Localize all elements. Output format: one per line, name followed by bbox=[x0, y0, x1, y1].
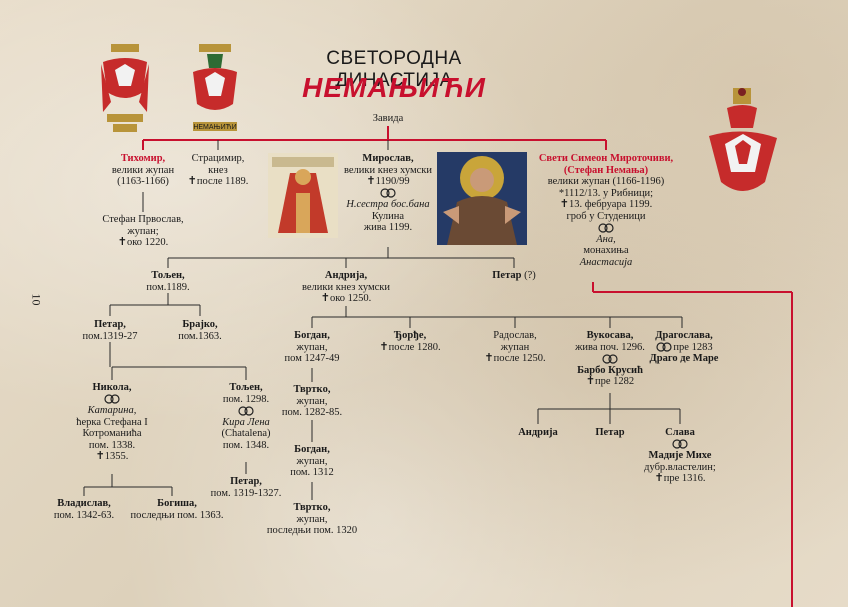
fresco-image bbox=[437, 152, 527, 245]
node-nikola: Никола, Катарина, ћерка Стефана I Котром… bbox=[76, 382, 148, 462]
node-simeon: Свети Симеон Мироточиви, (Стефан Немања)… bbox=[538, 153, 674, 268]
node-petar-q: Петар (?) bbox=[492, 270, 536, 281]
node-petar1: Петар, пом.1319-27 bbox=[82, 319, 138, 342]
cross-icon: ✝ bbox=[585, 375, 596, 387]
page-number: 10 bbox=[29, 293, 44, 306]
node-tihomir: Тихомир, велики жупан (1163-1166) bbox=[111, 153, 175, 187]
cross-icon: ✝ bbox=[320, 292, 330, 304]
node-stefan-prvoslav: Стефан Првослав, жупан; ✝око 1220. bbox=[102, 214, 184, 248]
node-radoslav: Радослав, жупан ✝после 1250. bbox=[484, 330, 546, 364]
cross-icon: ✝ bbox=[379, 340, 389, 353]
node-petar2: Петар, пом. 1319-1327. bbox=[210, 476, 282, 499]
wedding-rings-icon bbox=[380, 188, 396, 198]
node-vukosava: Вукосава, жива поч. 1296. Барбо Крусић ✝… bbox=[575, 330, 645, 387]
node-bogisha: Богиша, последњи пом. 1363. bbox=[130, 498, 224, 521]
node-brajko: Брајко, пом.1363. bbox=[178, 319, 222, 342]
wedding-rings-icon bbox=[598, 222, 614, 233]
wedding-rings-icon bbox=[104, 394, 120, 404]
fresco-image bbox=[268, 153, 338, 238]
node-djordje: Ђорђе, ✝после 1280. bbox=[379, 330, 441, 353]
cross-icon: ✝ bbox=[559, 198, 569, 210]
coat-of-arms-icon bbox=[101, 44, 149, 132]
node-bogdan1: Богдан, жупан, пом 1247-49 bbox=[284, 330, 340, 364]
node-slava: Слава Мадије Михе дубр.властелин; ✝пре 1… bbox=[644, 427, 716, 484]
title-line2: НЕМАЊИЋИ bbox=[302, 72, 486, 103]
wedding-rings-icon bbox=[238, 405, 254, 416]
wedding-rings-icon bbox=[672, 439, 688, 449]
wedding-rings-icon bbox=[656, 342, 673, 352]
coat-of-arms-icon bbox=[193, 44, 237, 131]
node-dragoslava: Драгослава, пре 1283 Драго де Маре bbox=[649, 330, 719, 364]
node-petar3: Петар bbox=[595, 427, 625, 438]
node-andrija2: Андрија bbox=[518, 427, 558, 438]
node-tolen2: Тољен, пом. 1298. Кира Лена (Chatalena) … bbox=[221, 382, 271, 451]
cross-icon: ✝ bbox=[187, 175, 197, 187]
cross-icon: ✝ bbox=[484, 352, 494, 364]
crest-label: НЕМАЊИЋИ bbox=[193, 124, 237, 131]
node-stracimir: Страцимир, кнез ✝после 1189. bbox=[187, 153, 249, 187]
node-zavida: Завида bbox=[372, 113, 404, 124]
cross-icon: ✝ bbox=[95, 450, 105, 462]
coat-of-arms-icon bbox=[709, 88, 777, 191]
node-miroslav: Мирослав, велики кнез хумски ✝1190/99 Н.… bbox=[343, 153, 433, 233]
node-tvrtko2: Тврткo, жупан, последњи пом. 1320 bbox=[266, 502, 358, 536]
node-tolen1: Тољен, пом.1189. bbox=[146, 270, 190, 293]
cross-icon: ✝ bbox=[654, 472, 664, 484]
node-andrija1: Андрија, велики кнез хумски ✝око 1250. bbox=[301, 270, 391, 304]
title-line1: СВЕТОРОДНА ДИНАСТИЈА bbox=[326, 48, 462, 91]
node-bogdan2: Богдан, жупан, пом. 1312 bbox=[290, 444, 334, 478]
cross-icon: ✝ bbox=[117, 236, 127, 248]
wedding-rings-icon bbox=[602, 353, 618, 364]
node-vladislav: Владислав, пом. 1342-63. bbox=[53, 498, 115, 521]
cross-icon: ✝ bbox=[366, 175, 376, 187]
node-tvrtko1: Тврткo, жупан, пом. 1282-85. bbox=[281, 384, 343, 418]
